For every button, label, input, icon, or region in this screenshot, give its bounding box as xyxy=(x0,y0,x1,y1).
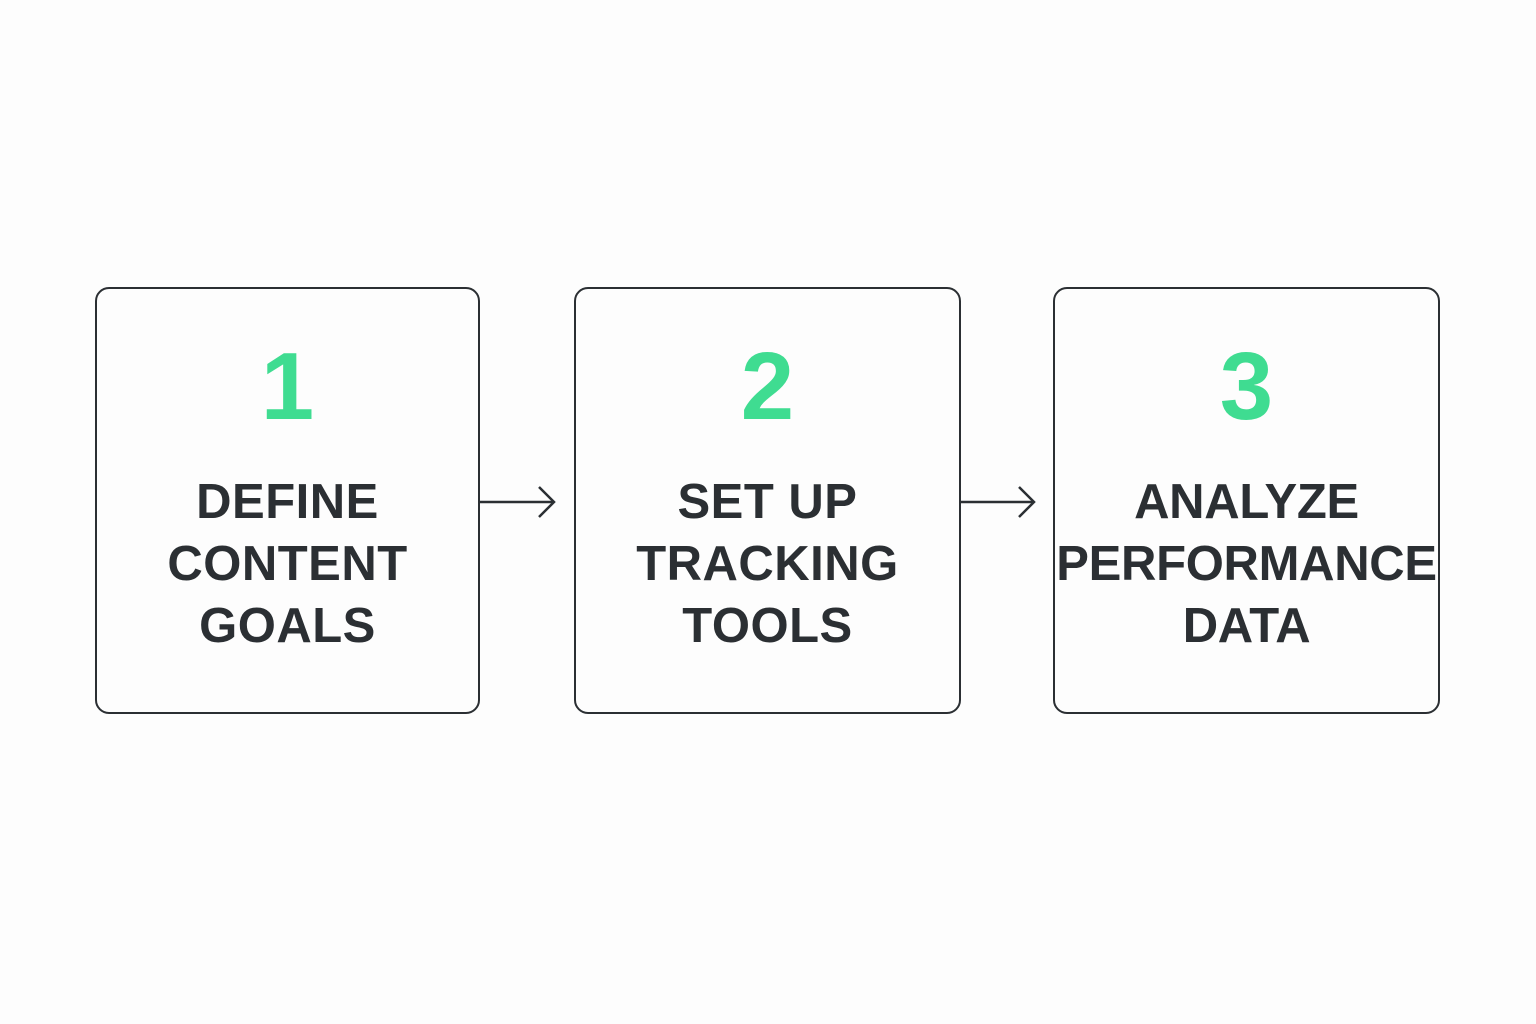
step-label: SET UP TRACKING TOOLS xyxy=(576,471,959,657)
step-label-line: DATA xyxy=(1182,599,1311,653)
step-box-2: 2 SET UP TRACKING TOOLS xyxy=(574,287,961,714)
step-box-1: 1 DEFINE CONTENT GOALS xyxy=(95,287,480,714)
step-label-line: TOOLS xyxy=(682,599,853,653)
step-label-line: CONTENT xyxy=(167,537,408,591)
step-label-line: TRACKING xyxy=(636,537,899,591)
step-label-line: ANALYZE xyxy=(1134,475,1359,529)
step-label: DEFINE CONTENT GOALS xyxy=(97,471,478,657)
arrow-right-icon xyxy=(480,486,556,518)
step-number: 1 xyxy=(260,333,315,440)
step-label-line: SET UP xyxy=(677,475,858,529)
arrow-right-icon xyxy=(960,486,1036,518)
step-box-3: 3 ANALYZE PERFORMANCE DATA xyxy=(1053,287,1440,714)
step-label: ANALYZE PERFORMANCE DATA xyxy=(1055,471,1438,657)
step-number: 3 xyxy=(1219,333,1274,440)
step-label-line: DEFINE xyxy=(196,475,379,529)
step-number: 2 xyxy=(740,333,795,440)
step-label-line: GOALS xyxy=(199,599,376,653)
step-label-line: PERFORMANCE xyxy=(1056,537,1437,591)
